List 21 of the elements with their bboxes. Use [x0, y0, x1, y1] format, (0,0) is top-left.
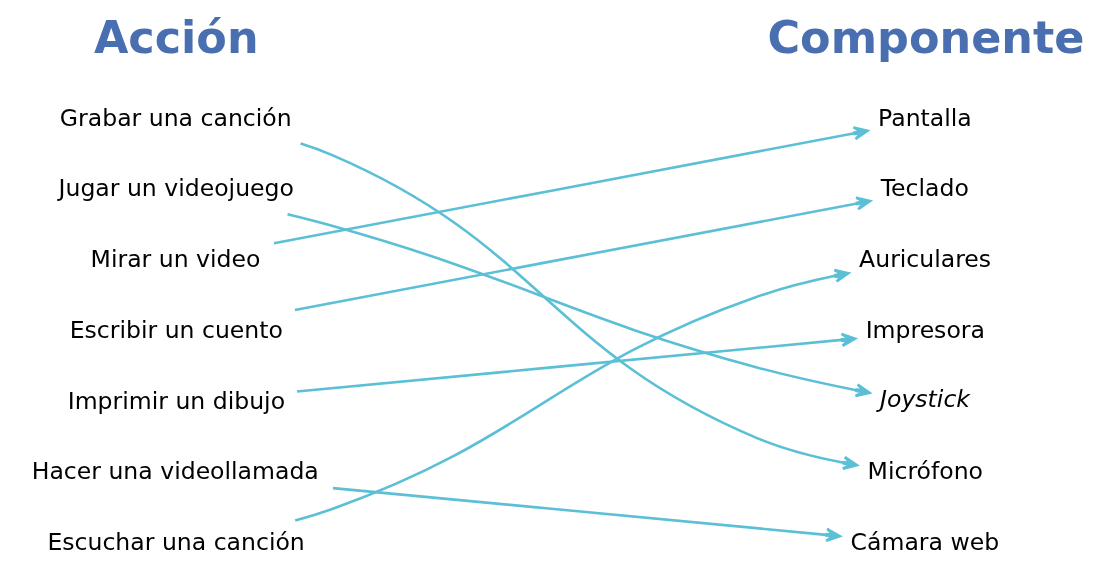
label: Componente [766, 11, 1084, 63]
arrow [294, 196, 871, 312]
node-text: Escribir un cuento [69, 315, 283, 344]
node-text: Imprimir un dibujo [67, 386, 285, 415]
node-text: Grabar una canción [59, 103, 292, 132]
arrow [332, 486, 841, 543]
node-text: Teclado [880, 174, 969, 203]
node-text: Mirar un video [90, 245, 260, 274]
node-text: Jugar un videojuego [58, 174, 294, 203]
node-text: Cámara web [850, 527, 999, 556]
arrow [286, 213, 871, 398]
label: Acción [93, 11, 259, 63]
node-text: Escuchar una canción [46, 527, 305, 556]
node-text: Hacer una videollamada [31, 457, 319, 486]
arrow [296, 332, 856, 393]
node-text: Micrófono [867, 457, 983, 486]
node-text: Pantalla [877, 103, 972, 132]
node-text: Impresora [865, 315, 985, 344]
arrow [294, 268, 850, 522]
node-text: Auriculares [858, 245, 991, 274]
arrow [299, 142, 858, 470]
